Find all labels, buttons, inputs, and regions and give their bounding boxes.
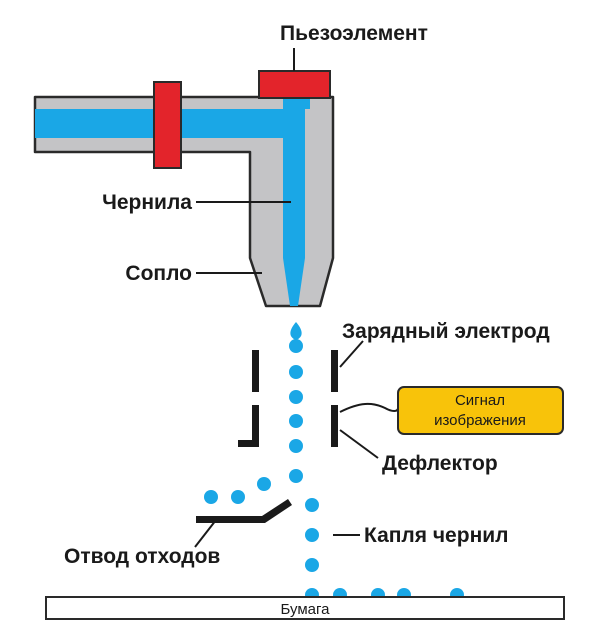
- ink-channel: [35, 109, 305, 306]
- ink-drop: [204, 490, 218, 504]
- leader-charge: [339, 340, 364, 368]
- piezo-element: [258, 70, 331, 99]
- ink-drop: [289, 390, 303, 404]
- charge-electrode-right: [331, 350, 338, 392]
- leader-waste: [194, 519, 217, 548]
- ink-drop: [305, 528, 319, 542]
- waste-gutter: [196, 499, 292, 523]
- charge-electrode-left: [252, 350, 259, 392]
- leader-deflector: [339, 429, 379, 459]
- signal-label-line1: Сигнал: [455, 392, 505, 409]
- leader-signal: [339, 402, 399, 413]
- waste-drops: [204, 477, 271, 504]
- deflector-label: Дефлектор: [382, 452, 498, 475]
- deflector-left: [238, 405, 259, 447]
- nozzle-label: Сопло: [125, 262, 192, 285]
- ink-drop: [289, 469, 303, 483]
- drop-label: Капля чернил: [364, 524, 509, 547]
- signal-label-line2: изображения: [434, 412, 526, 429]
- ink-drop: [305, 558, 319, 572]
- paper: [45, 596, 565, 620]
- ink-label: Чернила: [102, 191, 192, 214]
- ink-drop: [289, 365, 303, 379]
- ink-drop: [257, 477, 271, 491]
- ink-drop: [289, 414, 303, 428]
- inlet-clamp: [153, 81, 182, 169]
- charge-electrode-label: Зарядный электрод: [342, 320, 550, 343]
- ink-drop: [305, 498, 319, 512]
- piezo-label: Пьезоэлемент: [280, 22, 428, 45]
- deflector-right: [331, 405, 338, 447]
- ink-drop: [231, 490, 245, 504]
- ink-drop: [289, 339, 303, 353]
- ink-channel-lip: [283, 97, 310, 109]
- waste-label: Отвод отходов: [64, 545, 220, 568]
- signal-box: [397, 386, 564, 435]
- ink-drop: [289, 439, 303, 453]
- paper-label: Бумага: [281, 601, 331, 618]
- ink-drop: [290, 322, 302, 340]
- printhead-body: [33, 95, 335, 308]
